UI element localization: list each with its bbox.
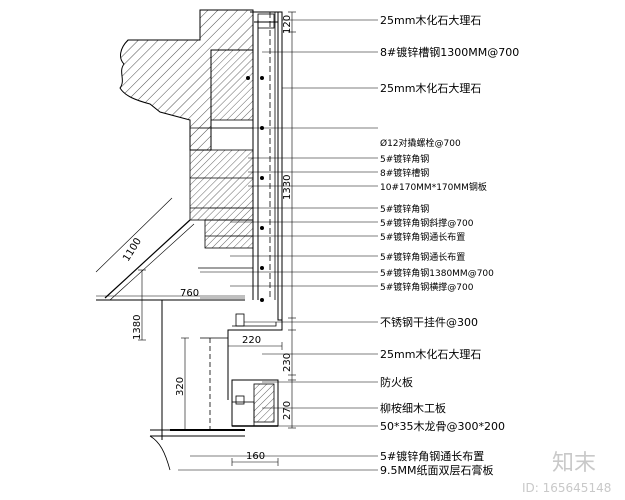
dim-120: 120 — [282, 15, 293, 34]
watermark-logo: 知末 — [552, 451, 596, 476]
dim-1330: 1330 — [282, 175, 293, 200]
diagonal-brace — [96, 219, 245, 301]
label-17: 柳桉细木工板 — [380, 401, 446, 415]
label-2: 8#镀锌槽钢1300MM@700 — [380, 45, 519, 59]
dim-1380: 1380 — [132, 315, 143, 340]
label-3: 25mm木化石大理石 — [380, 81, 481, 95]
label-5: 5#镀锌角钢 — [380, 153, 429, 165]
lower-wall — [149, 300, 245, 471]
dim-220: 220 — [242, 335, 261, 346]
dimension-texts: 120 1330 1100 760 1380 220 230 320 270 1… — [121, 15, 293, 462]
watermark: 知末 ID: 165645148 — [522, 451, 611, 495]
label-1: 25mm木化石大理石 — [380, 13, 481, 27]
label-8: 5#镀锌角钢 — [380, 203, 429, 215]
label-18: 50*35木龙骨@300*200 — [380, 420, 505, 433]
dimension-lines — [95, 11, 296, 466]
label-19: 5#镀锌角钢通长布置 — [380, 449, 484, 463]
label-11: 5#镀锌角钢通长布置 — [380, 251, 465, 263]
fascia-bottom — [200, 313, 283, 400]
dim-760: 760 — [180, 288, 199, 299]
label-14: 不锈钢干挂件@300 — [380, 315, 478, 329]
channel-steel — [252, 10, 276, 300]
label-16: 防火板 — [380, 375, 413, 389]
label-20: 9.5MM纸面双层石膏板 — [380, 463, 493, 477]
annotation-labels: 25mm木化石大理石 8#镀锌槽钢1300MM@700 25mm木化石大理石 Ø… — [380, 13, 519, 477]
lower-box — [231, 379, 279, 427]
label-4: Ø12对撬螺栓@700 — [380, 137, 461, 149]
label-13: 5#镀锌角钢横撑@700 — [380, 281, 474, 293]
label-7: 10#170MM*170MM钢板 — [380, 181, 487, 193]
label-9: 5#镀锌角钢斜撑@700 — [380, 217, 474, 229]
dim-1100: 1100 — [121, 236, 144, 263]
marble-cladding — [250, 11, 283, 321]
leader-lines — [178, 19, 378, 471]
label-10: 5#镀锌角钢通长布置 — [380, 231, 465, 243]
label-12: 5#镀锌角钢1380MM@700 — [380, 267, 494, 279]
label-15: 25mm木化石大理石 — [380, 347, 481, 361]
watermark-id: ID: 165645148 — [522, 481, 611, 495]
dim-270: 270 — [282, 401, 293, 420]
dim-230: 230 — [282, 353, 293, 372]
label-6: 8#镀锌槽钢 — [380, 167, 429, 179]
dim-320: 320 — [175, 377, 186, 396]
dim-160: 160 — [246, 451, 265, 462]
